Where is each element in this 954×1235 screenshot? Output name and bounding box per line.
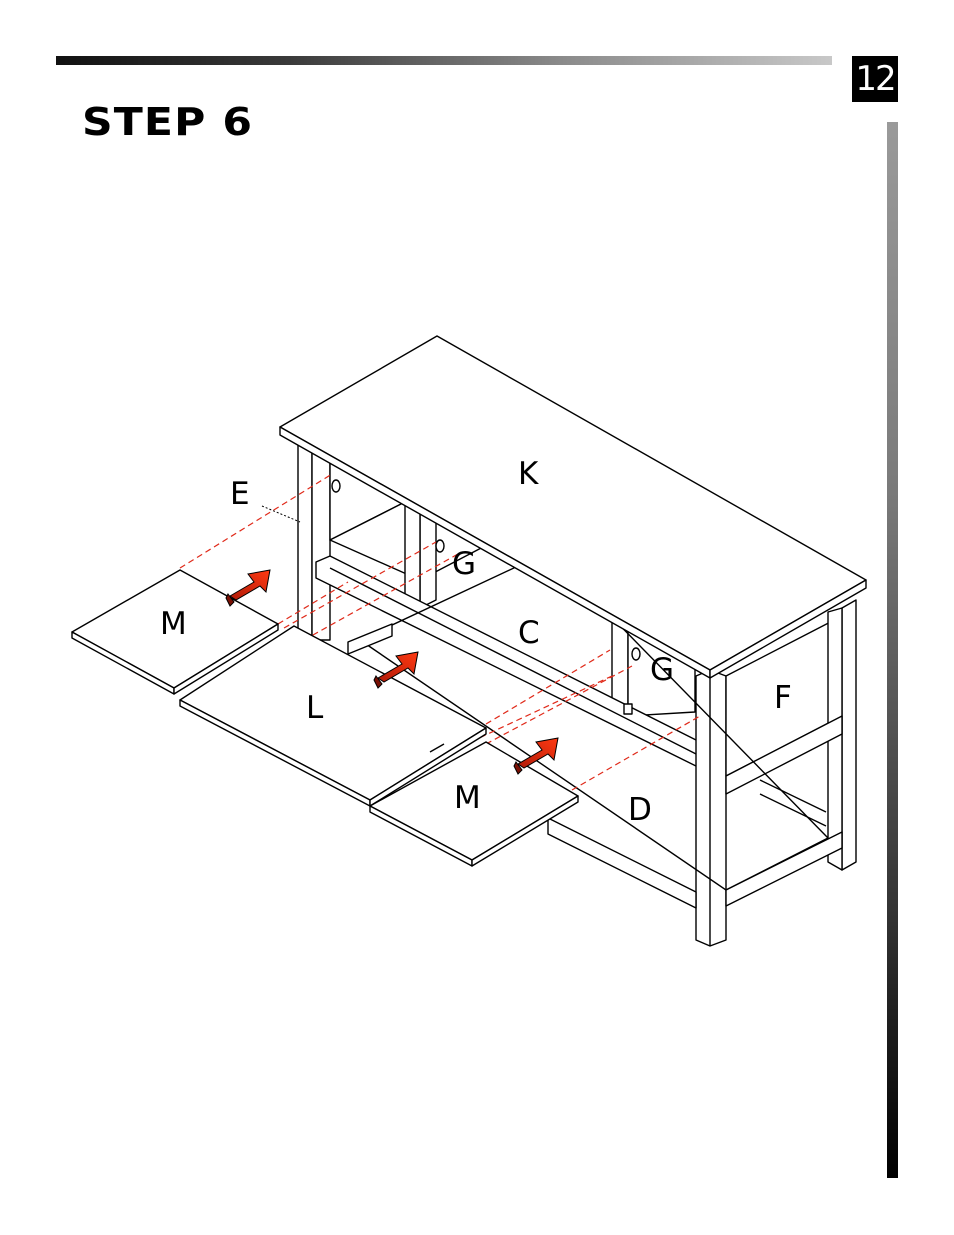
cabinet-frame bbox=[280, 336, 866, 946]
label-k: K bbox=[518, 456, 539, 492]
label-g-left: G bbox=[452, 546, 476, 582]
divider-g-left bbox=[420, 508, 436, 608]
label-f: F bbox=[774, 680, 792, 716]
arrow-icon bbox=[230, 570, 270, 600]
label-m-left: M bbox=[160, 606, 187, 642]
right-front-post bbox=[696, 670, 726, 946]
label-l: L bbox=[306, 690, 324, 726]
label-c: C bbox=[518, 615, 540, 651]
label-g-right: G bbox=[650, 652, 674, 688]
left-post bbox=[298, 440, 312, 640]
arrow-icon bbox=[518, 738, 558, 768]
label-m-right: M bbox=[454, 780, 481, 816]
right-rear-post bbox=[842, 600, 856, 870]
label-d: D bbox=[628, 792, 652, 828]
label-e: E bbox=[230, 476, 250, 512]
